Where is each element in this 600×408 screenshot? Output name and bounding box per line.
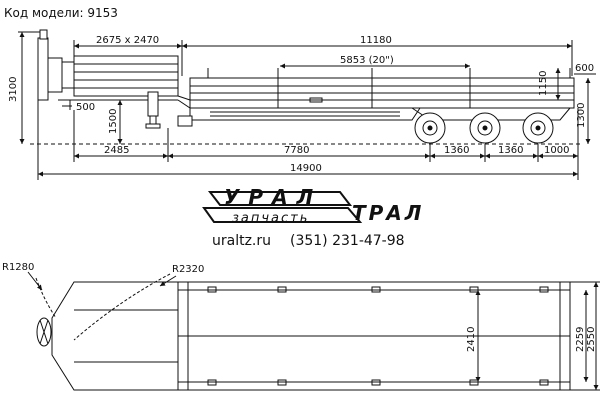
dim-container-span: 5853 (20") <box>340 55 394 66</box>
dim-overall-length: 14900 <box>290 163 322 174</box>
gooseneck <box>37 29 179 110</box>
dim-rear-axle-overhang: 1000 <box>544 145 569 156</box>
dim-axle-spacing-1: 1360 <box>444 145 469 156</box>
dim-overall-width: 2550 <box>586 327 597 352</box>
model-code-label: Код модели: 9153 <box>4 6 118 20</box>
dim-inner-width: 2410 <box>466 327 477 352</box>
logo-subtitle: запчасть <box>232 211 309 226</box>
dim-deck-height: 1500 <box>108 109 119 134</box>
dim-overall-height: 3100 <box>8 77 19 102</box>
company-phone: (351) 231-47-98 <box>290 233 405 249</box>
dim-sections: 2675 x 2470 <box>96 35 159 46</box>
company-logo: УРАЛ ТРАЛ запчасть <box>202 185 424 226</box>
dim-deck-width: 2259 <box>575 327 586 352</box>
landing-gear <box>145 91 161 129</box>
dim-rear-overhang: 600 <box>575 63 594 74</box>
dim-axle-spacing-2: 1360 <box>498 145 523 156</box>
side-view <box>18 29 596 180</box>
dim-kingpin-offset: 500 <box>76 102 95 113</box>
dim-front-radius: R1280 <box>2 262 34 273</box>
dim-kingpin-to-axles: 2485 <box>104 145 129 156</box>
logo-brand-right: ТРАЛ <box>352 201 424 225</box>
dim-axle-height: 1300 <box>576 103 587 128</box>
chassis-frame <box>177 107 571 127</box>
main-deck <box>189 68 575 109</box>
company-website: uraltz.ru <box>212 233 271 249</box>
dim-swing-radius: R2320 <box>172 264 204 275</box>
logo-brand-left: УРАЛ <box>224 185 322 209</box>
top-view <box>27 271 600 391</box>
wheels <box>414 112 554 144</box>
stake-pockets <box>207 286 549 386</box>
dim-platform-length: 11180 <box>360 35 392 46</box>
dim-axle-base: 7780 <box>284 145 309 156</box>
dim-stake-height: 1150 <box>538 71 549 96</box>
